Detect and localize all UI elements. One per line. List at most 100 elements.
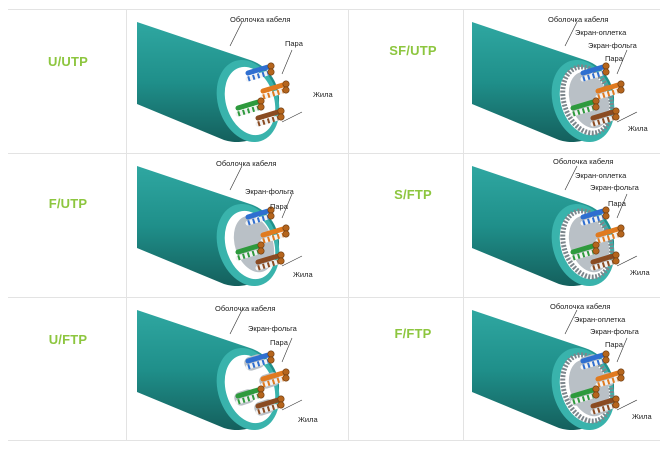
- twisted-pair: [255, 107, 285, 127]
- copper-core: [612, 401, 620, 409]
- copper-core: [267, 350, 275, 358]
- cable-types-table: U/UTP Оболочка кабеля Пара Жила SF/UTP О…: [8, 9, 660, 441]
- column-divider: [126, 10, 127, 440]
- cable-diagram-u-ftp: [132, 300, 337, 440]
- cable-type-label: F/UTP: [48, 196, 88, 211]
- copper-core: [592, 241, 600, 249]
- copper-core: [267, 62, 275, 70]
- copper-core: [257, 247, 265, 255]
- twisted-pair: [244, 350, 275, 371]
- copper-core: [257, 97, 265, 105]
- callout-sheath: Оболочка кабеля: [550, 302, 611, 311]
- copper-core: [617, 80, 625, 88]
- copper-core: [277, 251, 285, 259]
- cable-illustration: [472, 21, 638, 143]
- twisted-pair: [595, 80, 625, 100]
- callout-foil: Экран-фольга: [590, 327, 639, 336]
- twisted-pair: [589, 395, 620, 416]
- callout-line: [564, 165, 578, 191]
- callout-braid: Экран-оплетка: [575, 171, 627, 180]
- cable-diagram-sf-utp: [467, 12, 662, 152]
- copper-core: [592, 385, 600, 393]
- copper-core: [612, 251, 620, 259]
- twisted-pair: [580, 62, 610, 82]
- copper-core: [612, 113, 620, 121]
- cable-illustration: [472, 165, 638, 287]
- callout-pair: Пара: [270, 338, 288, 347]
- copper-core: [592, 391, 600, 399]
- copper-core: [282, 80, 290, 88]
- cable-diagram-u-utp: [132, 12, 337, 152]
- copper-core: [282, 86, 290, 94]
- callout-foil: Экран-фольга: [588, 41, 637, 50]
- column-divider: [463, 10, 464, 440]
- callout-foil: Экран-фольга: [590, 183, 639, 192]
- cable-diagram-f-ftp: [467, 300, 662, 440]
- twisted-pair: [590, 251, 620, 271]
- twisted-pair: [580, 206, 610, 226]
- cable-type-label: U/FTP: [48, 332, 88, 347]
- callout-braid: Экран-оплетка: [575, 28, 627, 37]
- callout-line: [564, 309, 578, 335]
- callout-line: [281, 193, 293, 219]
- twisted-pair: [569, 385, 600, 406]
- callout-core: Жила: [632, 412, 652, 421]
- copper-core: [602, 356, 610, 364]
- copper-core: [257, 241, 265, 249]
- twisted-pair: [260, 80, 290, 100]
- copper-core: [277, 257, 285, 265]
- cable-type-label: F/FTP: [394, 326, 432, 341]
- cable-illustration: [137, 21, 303, 143]
- copper-core: [612, 395, 620, 403]
- callout-braid: Экран-оплетка: [574, 315, 626, 324]
- callout-line: [616, 193, 628, 219]
- copper-core: [602, 350, 610, 358]
- twisted-pair: [235, 241, 265, 261]
- callout-core: Жила: [630, 268, 650, 277]
- callout-pair: Пара: [270, 202, 288, 211]
- copper-core: [267, 68, 275, 76]
- copper-core: [612, 257, 620, 265]
- callout-line: [281, 49, 293, 75]
- cable-type-label: S/FTP: [394, 187, 432, 202]
- cable-diagram-f-utp: [132, 156, 337, 296]
- callout-line: [281, 255, 303, 267]
- copper-core: [617, 368, 625, 376]
- copper-core: [592, 103, 600, 111]
- cable-type-label: U/UTP: [48, 54, 88, 69]
- copper-core: [282, 374, 290, 382]
- twisted-pair: [590, 107, 620, 127]
- callout-foil: Экран-фольга: [245, 187, 294, 196]
- twisted-pair: [579, 350, 610, 371]
- column-divider: [348, 10, 349, 440]
- copper-core: [282, 368, 290, 376]
- callout-line: [564, 21, 578, 47]
- twisted-pair: [260, 224, 290, 244]
- callout-line: [281, 111, 303, 123]
- twisted-pair: [234, 385, 265, 406]
- copper-core: [592, 247, 600, 255]
- copper-core: [267, 212, 275, 220]
- callout-line: [616, 111, 638, 123]
- copper-core: [277, 107, 285, 115]
- copper-core: [282, 230, 290, 238]
- copper-core: [602, 62, 610, 70]
- twisted-pair: [595, 224, 625, 244]
- callout-sheath: Оболочка кабеля: [215, 304, 276, 313]
- callout-line: [229, 21, 243, 47]
- copper-core: [282, 224, 290, 232]
- callout-line: [616, 399, 638, 411]
- copper-core: [617, 224, 625, 232]
- callout-line: [616, 49, 628, 75]
- callout-line: [229, 309, 243, 335]
- callout-line: [616, 255, 638, 267]
- callout-pair: Пара: [608, 199, 626, 208]
- callout-line: [616, 337, 628, 363]
- copper-core: [602, 68, 610, 76]
- copper-core: [257, 385, 265, 393]
- callout-core: Жила: [313, 90, 333, 99]
- callout-core: Жила: [298, 415, 318, 424]
- cable-type-label: SF/UTP: [389, 43, 437, 58]
- callout-line: [229, 165, 243, 191]
- copper-core: [277, 113, 285, 121]
